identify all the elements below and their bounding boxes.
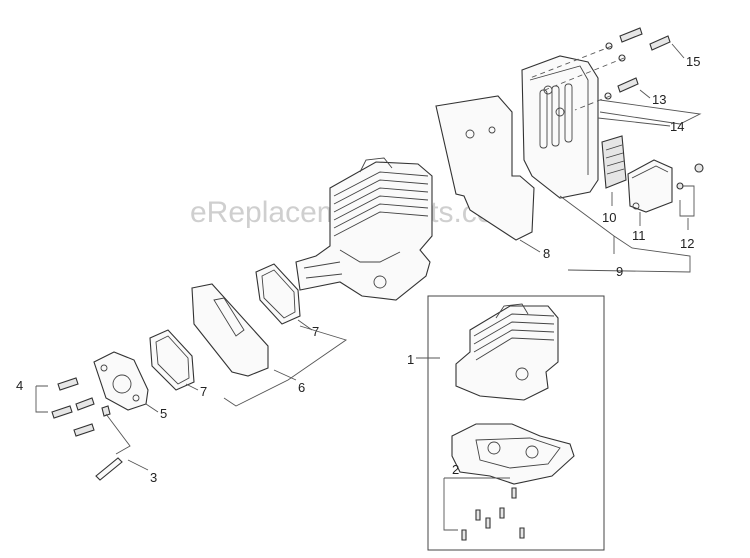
callout-10: 10: [602, 210, 616, 225]
callout-8: 8: [543, 246, 550, 261]
callout-2: 2: [452, 462, 459, 477]
bolt-part-15: [529, 27, 671, 93]
callout-15: 15: [686, 54, 700, 69]
gasket-part-7-lower: [149, 329, 195, 391]
intake-adapter-part: [93, 351, 149, 411]
screw-part-2: [461, 487, 525, 541]
callout-4: 4: [16, 378, 23, 393]
callout-7-upper: 7: [312, 324, 319, 339]
screw-part-12: [676, 163, 704, 217]
engine-cylinder-part: [295, 157, 433, 301]
impulse-hose-part: [95, 405, 131, 481]
callout-7-lower: 7: [200, 384, 207, 399]
crankcase-part: [451, 423, 575, 485]
callout-6: 6: [298, 380, 305, 395]
short-block-assembly-box: [427, 295, 605, 551]
muffler-body-part: [627, 159, 673, 213]
callout-13: 13: [652, 92, 666, 107]
spark-screen-part: [601, 135, 627, 189]
insulator-plate-part: [191, 283, 269, 377]
bolt-part-13: [574, 77, 639, 111]
short-block-cylinder-part: [455, 303, 559, 401]
callout-11: 11: [632, 228, 646, 243]
muffler-cover-part: [521, 55, 599, 199]
callout-1: 1: [407, 352, 414, 367]
gasket-part-7-upper: [255, 263, 301, 325]
callout-5: 5: [160, 406, 167, 421]
callout-14: 14: [670, 119, 684, 134]
callout-12: 12: [680, 236, 694, 251]
bolt-part-4: [51, 377, 95, 437]
callout-3: 3: [150, 470, 157, 485]
callout-9: 9: [616, 264, 623, 279]
heat-shield-part: [435, 95, 535, 241]
